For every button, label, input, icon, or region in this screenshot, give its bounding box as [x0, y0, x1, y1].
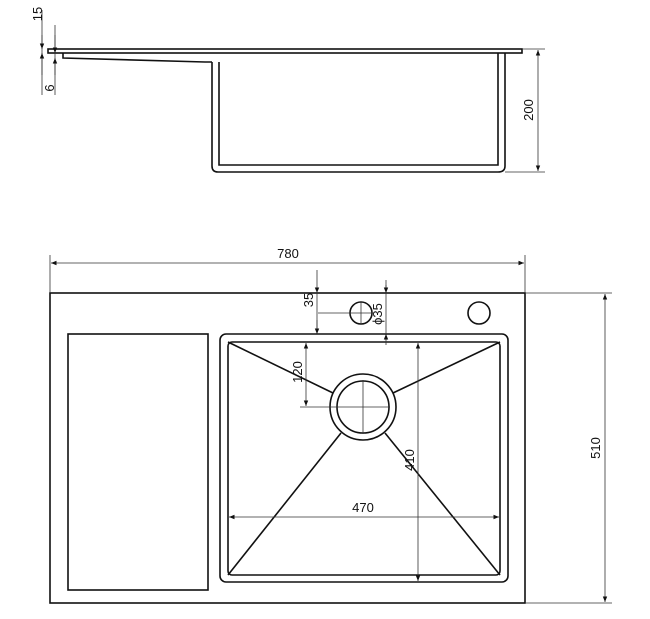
- dim-drainboard-step: 6: [42, 84, 57, 91]
- bowl-crease: [384, 432, 501, 576]
- side-bowl-inner: [218, 53, 499, 166]
- dim-tap-hole-diameter: ϕ35: [370, 303, 385, 325]
- side-bowl-outer: [211, 53, 506, 173]
- dim-bowl-depth: 410: [402, 449, 417, 471]
- bowl-inner: [227, 341, 501, 576]
- bowl-crease: [227, 432, 342, 576]
- dim-depth: 200: [521, 99, 536, 121]
- dim-flange-thickness: 15: [30, 7, 45, 21]
- bowl-crease: [392, 341, 501, 394]
- side-drainboard: [62, 53, 212, 63]
- drainboard-area: [67, 333, 209, 591]
- bowl-outer: [219, 333, 509, 583]
- accessory-hole: [467, 301, 491, 325]
- side-countertop-flange: [47, 48, 523, 54]
- top-view: 780 510 35 ϕ35 120 410 470: [49, 246, 612, 604]
- dim-tap-hole-offset: 35: [301, 293, 316, 307]
- dim-drain-offset: 120: [290, 361, 305, 383]
- dim-overall-width: 780: [277, 246, 299, 261]
- side-view: 15 6 200: [30, 7, 545, 173]
- dim-bowl-width: 470: [352, 500, 374, 515]
- dim-overall-depth: 510: [588, 437, 603, 459]
- bowl-crease: [227, 341, 334, 394]
- top-outline: [49, 292, 526, 604]
